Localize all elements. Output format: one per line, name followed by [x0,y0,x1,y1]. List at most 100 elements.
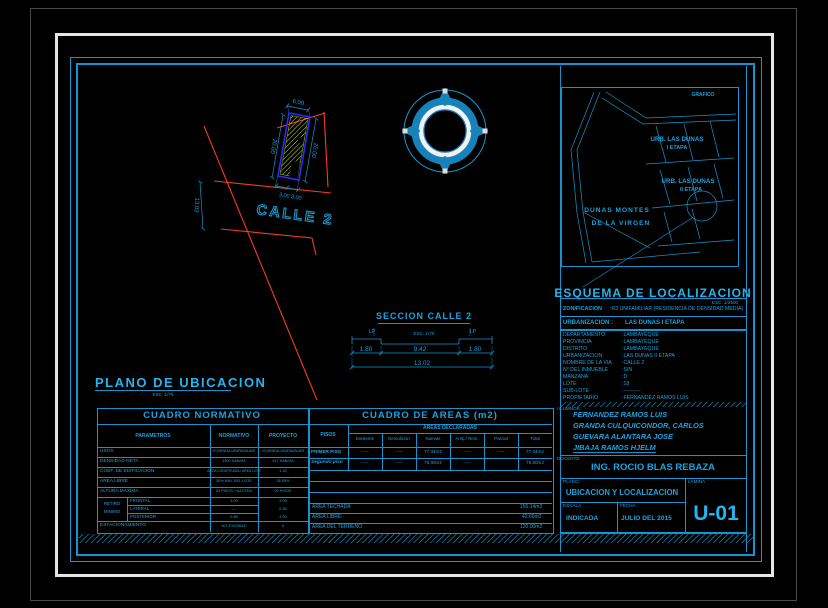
escala-value: INDICADA [566,515,599,522]
lamina-label: LAMINA [688,479,706,484]
alumnos-label: ALUMNOS: [557,406,581,411]
areas-col-line [484,433,485,470]
areas-col-line [416,433,417,470]
section-title: SECCION CALLE 2 [375,311,473,321]
section-title-underline [378,323,470,324]
plano-value: UBICACION Y LOCALIZACION [565,488,679,497]
normativo-row-label: ALTURA MAXIMA [100,489,139,494]
urbanizacion-label: URBANIZACION : [563,320,613,326]
areas-footer-label: AREA DEL TERRENO [312,524,363,530]
info-label: LOTE [563,381,577,387]
info-label: PROVINCIA [563,339,592,345]
normativo-row-proy: 417 HAB/HA [272,459,294,463]
map-zone-line1: DUNAS MONTES [584,207,649,214]
areas-header-group: AREAS DECLARADAS [423,425,477,431]
site-dimensions [197,103,319,231]
areas-title: CUADRO DE AREAS (m2) [362,410,498,421]
retiro-sub-label: FRONTAL [130,498,151,503]
urbanizacion-underline [560,329,746,331]
areas-col-header: Nuevas [425,436,441,441]
docente-label: DOCENTE: [557,456,581,461]
esquema-title: ESQUEMA DE LOCALIZACION [554,286,752,300]
site-dimension-texts: 6.00 20.00 20.00 3.00 3.00 13.02 [193,99,319,213]
docente-name: ING. ROCIO BLAS REBAZA [590,462,716,473]
info-value: :FERNANDEZ RAMOS LUIS [622,395,689,401]
areas-cell: ----- [395,449,403,454]
street-label: CALLE 2 [255,202,334,229]
info-label: MANZANA [563,374,589,380]
map-urb1-line2: I ETAPA [667,145,688,151]
info-label: DEPARTAMENTO [563,332,606,338]
areas-outline [308,408,554,534]
areas-header-pisos: PISOS [320,432,336,438]
normativo-row-proy: VIVIENDA UNIFAMILIAR [261,449,305,453]
normativo-row-norm: 03 PISOS + AZOTEA [215,489,253,493]
normativo-row-norm: 1300 HAB/HA [222,459,246,463]
normativo-row-proy: 1.30 [279,469,287,473]
normativo-line [97,487,308,488]
info-value: :LAMBAYEQUE [622,346,659,352]
normativo-line [127,505,258,506]
normativo-line [97,447,308,448]
info-value: :LAMBAYEQUE [622,332,659,338]
dim-bottom-1: 3.00 [278,192,290,200]
areas-footer-label: AREA TECHADA [312,504,351,510]
cyan-outer-frame [70,57,762,562]
info-label: URBANIZACION [563,353,603,359]
info-value: :---------- [622,388,641,394]
map-leader-line [582,217,693,288]
escala-label: ESCALA [563,503,582,508]
info-label: SUB-LOTE [563,388,589,394]
cyan-inner-frame [76,63,755,556]
estacionamiento-norm: NO EXIGIBLE [221,523,247,528]
map-urb2-line2: II ETAPA [680,187,702,193]
areas-line [308,470,552,471]
areas-col-header: Existente [355,436,375,441]
normativo-line [97,424,308,425]
alumno-name: GRANDA CULQUICONDOR, CARLOS [573,421,704,430]
escala-row-top-line [560,502,686,503]
esquema-map-box [561,87,739,267]
map-zone-line2: DE LA VIRGEN [592,220,651,227]
titleblock-bottom-line [560,532,746,534]
titleblock-right-line [746,66,747,552]
alumno-name: JIBAJA RAMOS HJELM [573,443,656,454]
info-label: N° DEL INMUEBLE [563,367,609,373]
areas-col-header: Demolición [388,436,410,441]
section-dim-total: 13.02 [414,360,431,367]
map-lot-highlight-circle [686,190,718,222]
estacionamiento-label: ESTACIONAMIENTO [100,523,146,528]
lot-notch-right [297,137,304,144]
normativo-line [127,513,258,514]
areas-line [308,523,552,524]
areas-cell: ----- [395,460,403,465]
retiro-sub-proy: 4.00 [279,514,287,519]
areas-line [308,513,552,514]
retiro-label-1: RETIRO [103,501,121,506]
zonificacion-underline [560,316,746,317]
info-value: :D [622,374,628,380]
plano-row-top-line [560,478,746,479]
areas-line [308,424,552,425]
alumno-name: FERNANDEZ RAMOS LUIS [573,410,668,419]
section-dim-2: 9.42 [414,346,427,353]
lot [277,112,311,181]
section-dim-3: 1.80 [469,346,482,353]
fecha-divider [617,502,618,532]
normativo-line [97,457,308,458]
normativo-col-line [210,424,211,532]
areas-cell: 78.80m2 [424,460,442,465]
section-lp-left: LP [369,329,376,335]
outer-gray-frame [30,8,797,601]
normativo-line [97,467,308,468]
normativo-title: CUADRO NORMATIVO [143,410,261,421]
areas-footer-value: 156.14m2 [520,504,543,510]
lamina-divider [685,478,686,532]
areas-cell: 77.34m2 [424,449,442,454]
areas-col-header: Parcial [494,436,508,441]
map-urb1-line1: URB. LAS DUNAS [651,136,704,143]
areas-cell: 77.34m2 [526,449,544,454]
section-texts: LP LP 1.80 9.42 1.80 13.02 [360,329,482,367]
bottom-hatch-band [79,534,753,543]
areas-cell: ----- [361,460,369,465]
